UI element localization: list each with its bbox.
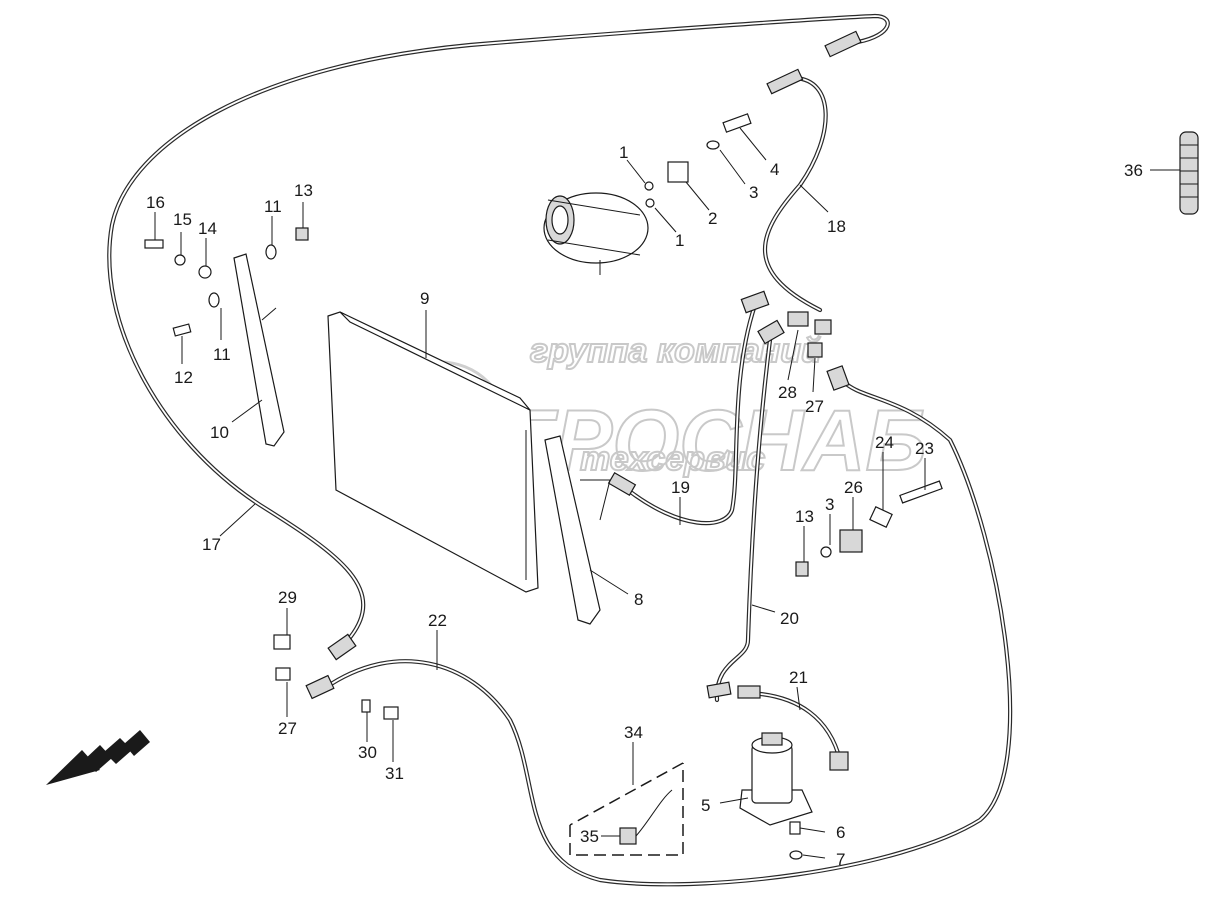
callout: 30 bbox=[358, 743, 377, 762]
callout: 31 bbox=[385, 764, 404, 783]
watermark-line1: группа компаний bbox=[530, 332, 822, 370]
callout: 1 bbox=[675, 231, 684, 250]
callout: 2 bbox=[708, 209, 717, 228]
hardware bbox=[144, 113, 943, 860]
hose-sleeve-36 bbox=[1179, 131, 1199, 215]
callout: 26 bbox=[844, 478, 863, 497]
callout: 28 bbox=[778, 383, 797, 402]
callout: 20 bbox=[780, 609, 799, 628]
callout: 7 bbox=[836, 850, 845, 869]
callout: 29 bbox=[278, 588, 297, 607]
direction-arrow-icon bbox=[46, 730, 150, 785]
fittings bbox=[305, 30, 862, 771]
callout: 13 bbox=[294, 181, 313, 200]
callout: 10 bbox=[210, 423, 229, 442]
callout: 27 bbox=[278, 719, 297, 738]
callout: 4 bbox=[770, 160, 779, 179]
condenser bbox=[327, 311, 539, 593]
callout: 6 bbox=[836, 823, 845, 842]
callout: 24 bbox=[875, 433, 894, 452]
receiver-drier bbox=[739, 732, 813, 826]
callout: 11 bbox=[264, 197, 282, 216]
callout: 36 bbox=[1124, 161, 1143, 180]
callout: 27 bbox=[805, 397, 824, 416]
callout: 11 bbox=[213, 345, 231, 364]
callout: 5 bbox=[701, 796, 710, 815]
callout: 35 bbox=[580, 827, 599, 846]
callout: 9 bbox=[420, 289, 429, 308]
callout: 12 bbox=[174, 368, 193, 387]
callout: 15 bbox=[173, 210, 192, 229]
callout: 16 bbox=[146, 193, 165, 212]
callout: 13 bbox=[795, 507, 814, 526]
pressure-switch-box bbox=[569, 762, 684, 856]
callout: 21 bbox=[789, 668, 808, 687]
callout: 1 bbox=[619, 143, 628, 162]
callout: 3 bbox=[825, 495, 834, 514]
callout: 17 bbox=[202, 535, 221, 554]
callout: 23 bbox=[915, 439, 934, 458]
callout-numbers: 1 1 2 3 4 18 36 16 15 14 13 11 11 12 10 … bbox=[146, 143, 1143, 869]
callout: 18 bbox=[827, 217, 846, 236]
callout: 22 bbox=[428, 611, 447, 630]
bracket-10 bbox=[233, 253, 285, 447]
callout: 8 bbox=[634, 590, 643, 609]
callout: 34 bbox=[624, 723, 643, 742]
callout: 14 bbox=[198, 219, 217, 238]
compressor bbox=[543, 192, 649, 275]
callout: 19 bbox=[671, 478, 690, 497]
bracket-8 bbox=[544, 435, 611, 625]
leader-lines bbox=[154, 127, 1180, 859]
callout: 3 bbox=[749, 183, 758, 202]
